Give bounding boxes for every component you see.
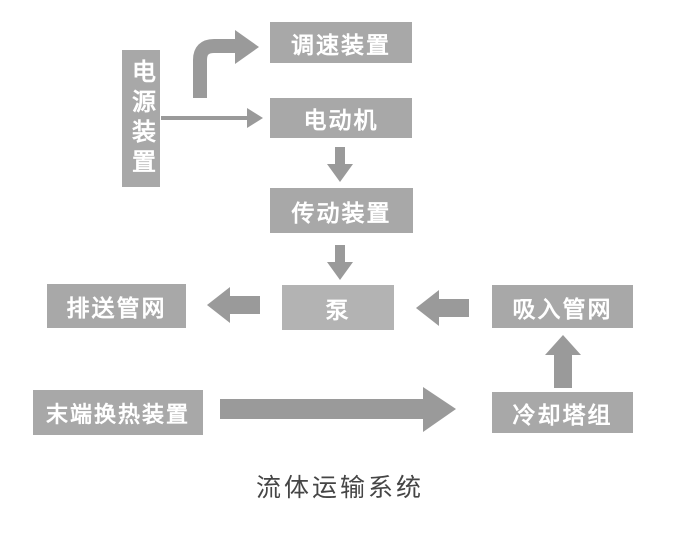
node-suction-network: 吸入管网	[492, 285, 633, 328]
node-discharge-network: 排送管网	[47, 284, 186, 328]
arrow-power-to-speed-control-icon	[193, 30, 259, 98]
node-motor: 电动机	[270, 98, 412, 138]
node-transmission: 传动装置	[270, 188, 413, 233]
arrow-transmission-to-pump-icon	[327, 245, 353, 280]
arrow-suction-to-pump-icon	[416, 290, 469, 326]
arrow-power-to-motor-icon	[161, 108, 263, 128]
arrow-cooling-tower-to-suction-icon	[545, 335, 581, 388]
node-terminal-heat-exchanger: 末端换热装置	[33, 390, 203, 435]
diagram-title: 流体运输系统	[255, 475, 424, 502]
node-pump: 泵	[282, 285, 394, 330]
node-cooling-tower: 冷却塔组	[492, 392, 633, 433]
arrow-pump-to-discharge-icon	[207, 287, 260, 323]
arrow-motor-to-transmission-icon	[327, 147, 353, 182]
node-speed-control: 调速装置	[270, 22, 412, 63]
node-power-supply: 电源装置	[122, 50, 160, 187]
arrow-terminal-heat-to-cooling-tower-icon	[220, 387, 456, 432]
